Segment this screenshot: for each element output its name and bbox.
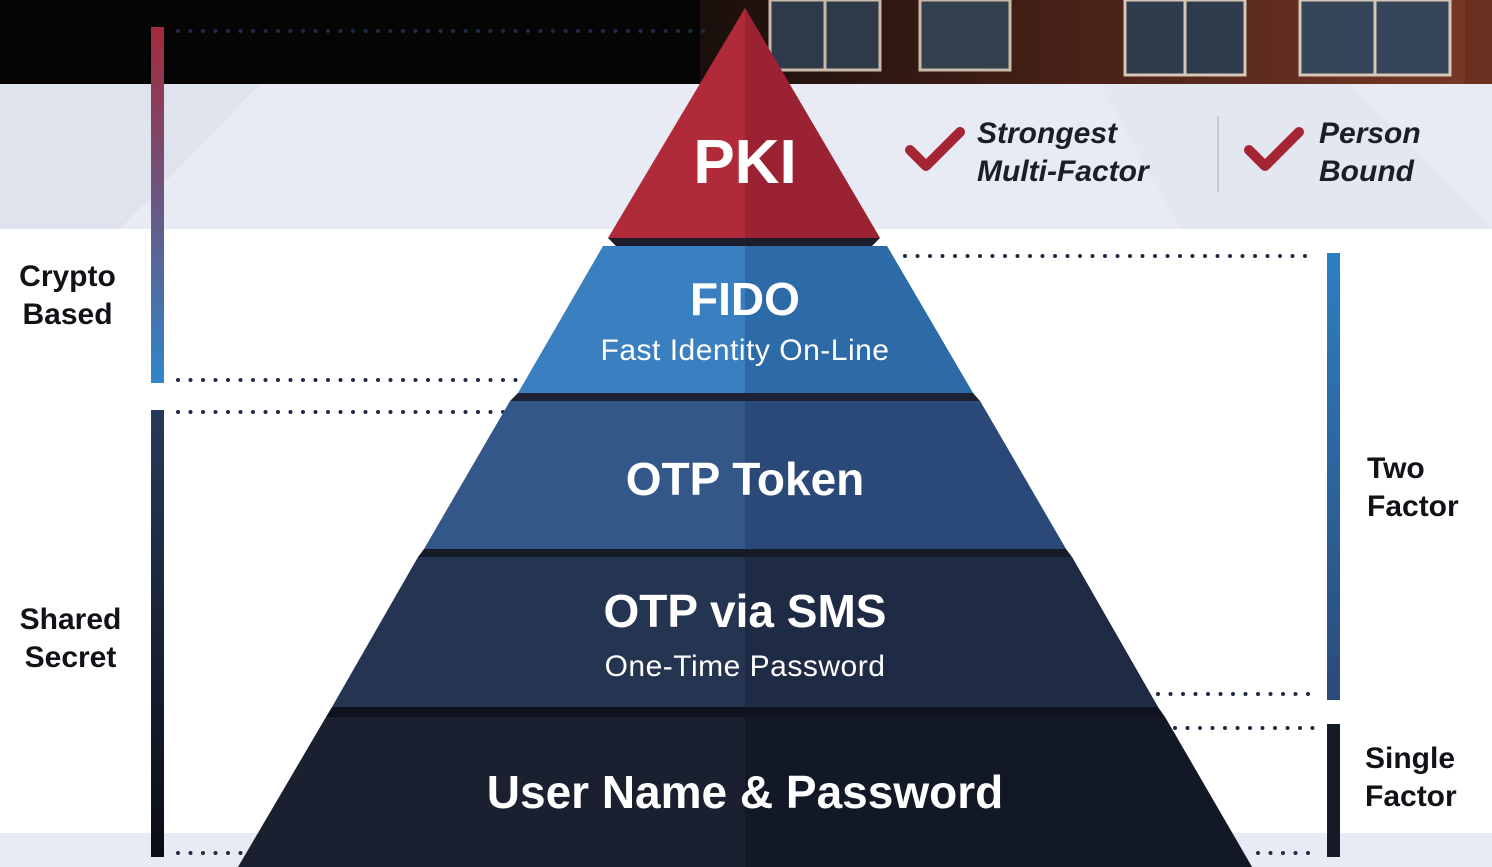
single-factor-bracket <box>1327 724 1340 857</box>
crypto-bracket <box>151 27 164 383</box>
benefit-person-bound: Person Bound <box>1319 117 1421 188</box>
tier-otp-sms-title: OTP via SMS <box>603 585 887 637</box>
tier-fido-subtitle: Fast Identity On-Line <box>600 334 890 367</box>
pyramid <box>238 8 1252 867</box>
right-label-single-factor: Single Factor <box>1365 742 1457 813</box>
two-factor-bracket <box>1327 253 1340 700</box>
check-icon <box>1244 127 1304 171</box>
tier-fido-title: FIDO <box>690 273 800 325</box>
left-label-crypto-based: Crypto Based <box>19 260 116 331</box>
tier-otp-token-title: OTP Token <box>625 453 865 505</box>
right-label-two-factor: Two Factor <box>1367 452 1459 523</box>
dotted-leaders <box>176 29 1317 855</box>
left-label-shared-secret: Shared Secret <box>19 603 122 674</box>
benefit-divider <box>1217 116 1219 192</box>
check-icon <box>905 127 965 171</box>
tier-password-title: User Name & Password <box>486 766 1004 818</box>
shared-secret-bracket <box>151 410 164 857</box>
tier-pki-title: PKI <box>693 128 797 197</box>
benefit-strongest-multi-factor: Strongest Multi-Factor <box>977 117 1149 188</box>
tier-otp-sms-subtitle: One-Time Password <box>604 650 886 683</box>
